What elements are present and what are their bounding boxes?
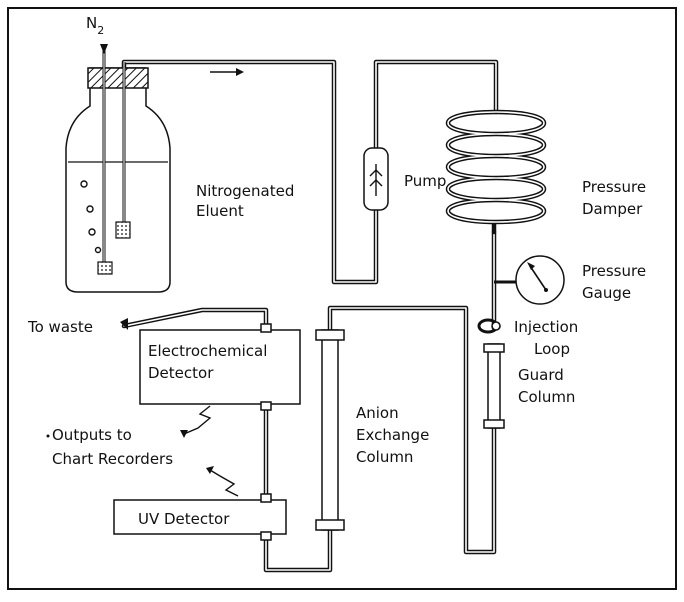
- pressure-gauge: [494, 255, 565, 305]
- pump: [363, 147, 389, 211]
- guard-label-line1: Guard: [518, 366, 564, 384]
- anion-label-line2: Exchange: [356, 426, 429, 444]
- tube-anion-to-uv: [263, 527, 333, 573]
- ec-label-line2: Detector: [148, 364, 214, 382]
- damper-label-line2: Damper: [582, 200, 643, 218]
- damper-label-line1: Pressure: [582, 178, 646, 196]
- outputs-label-line2: Chart Recorders: [52, 450, 173, 468]
- n2-inlet-arrow-icon: [100, 44, 108, 54]
- injection-loop: [477, 318, 501, 334]
- anion-exchange-column: [315, 329, 345, 531]
- waste-arrow-icon: [120, 318, 128, 330]
- sparger-frit: [97, 261, 113, 275]
- gauge-label-line2: Gauge: [582, 284, 631, 302]
- eluent-label-line2: Eluent: [196, 202, 244, 220]
- bubble: [88, 228, 96, 236]
- pump-label: Pump: [404, 172, 446, 190]
- uv-label: UV Detector: [138, 510, 230, 528]
- outputs-label-line1: Outputs to: [52, 426, 132, 444]
- guard-label-line2: Column: [518, 388, 575, 406]
- n2-label: N2: [86, 14, 104, 37]
- ec-signal-zigzag-icon: [180, 405, 212, 438]
- waste-label: To waste: [27, 318, 93, 336]
- eluent-label-line1: Nitrogenated: [196, 182, 294, 200]
- inlet-filter: [115, 221, 131, 239]
- eluent-bottle: [65, 48, 171, 293]
- flow-arrow-icon: [210, 68, 244, 76]
- pressure-damper-coil: [446, 109, 546, 235]
- frame-border: [7, 7, 677, 590]
- electrochemical-detector: [139, 323, 301, 411]
- bottle-stopper: [87, 67, 149, 89]
- uv-detector: [113, 493, 287, 541]
- bubble: [86, 205, 94, 213]
- injection-label-line2: Loop: [534, 340, 570, 358]
- tubing: [121, 59, 499, 573]
- anion-label-line1: Anion: [356, 404, 399, 422]
- tube-to-waste: [121, 307, 269, 333]
- uv-signal-zigzag-icon: [206, 466, 239, 497]
- ec-label-line1: Electrochemical: [148, 342, 267, 360]
- outputs-bullet: [46, 434, 50, 438]
- bubble: [80, 180, 88, 188]
- bubble: [94, 246, 102, 254]
- gauge-label-line1: Pressure: [582, 262, 646, 280]
- guard-column: [483, 343, 505, 429]
- anion-label-line3: Column: [356, 448, 413, 466]
- injection-label-line1: Injection: [514, 318, 578, 336]
